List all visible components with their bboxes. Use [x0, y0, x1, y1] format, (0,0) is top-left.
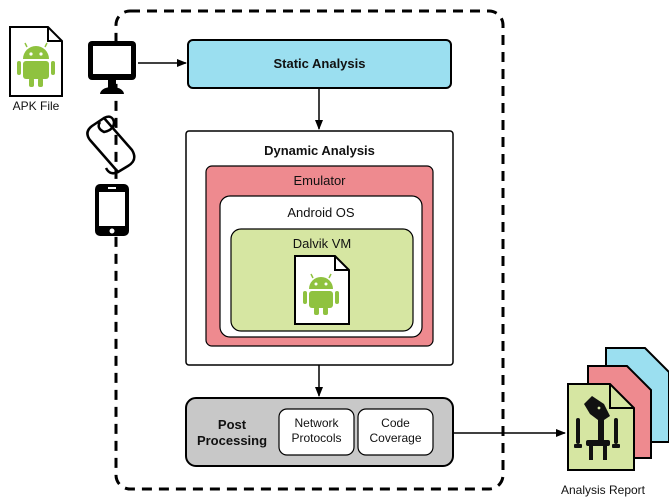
- sandbox-boundary: [114, 9, 505, 491]
- network-protocols-label: Network Protocols: [291, 416, 342, 445]
- android-app-icon: [294, 255, 350, 325]
- dynamic-analysis-label: Dynamic Analysis: [264, 143, 375, 158]
- dalvik-vm-label: Dalvik VM: [292, 236, 352, 251]
- code-coverage-label: Code Coverage: [369, 416, 422, 445]
- static-analysis-label: Static Analysis: [273, 56, 366, 71]
- anubis-report-icon: [574, 396, 620, 460]
- emulator-label: Emulator: [293, 173, 346, 188]
- smartphone-icon: [95, 184, 129, 236]
- monitor-icon: [88, 41, 136, 94]
- scroll-icon: [86, 115, 136, 175]
- apk-file-label: APK File: [12, 99, 60, 113]
- analysis-report-stack: [567, 347, 669, 471]
- post-processing-label: Post Processing: [196, 417, 268, 448]
- code-coverage-box: [357, 408, 434, 456]
- network-protocols-box: [278, 408, 355, 456]
- analysis-report-label: Analysis Report: [560, 483, 646, 497]
- android-apk-icon: [9, 26, 63, 97]
- android-os-label: Android OS: [287, 205, 355, 220]
